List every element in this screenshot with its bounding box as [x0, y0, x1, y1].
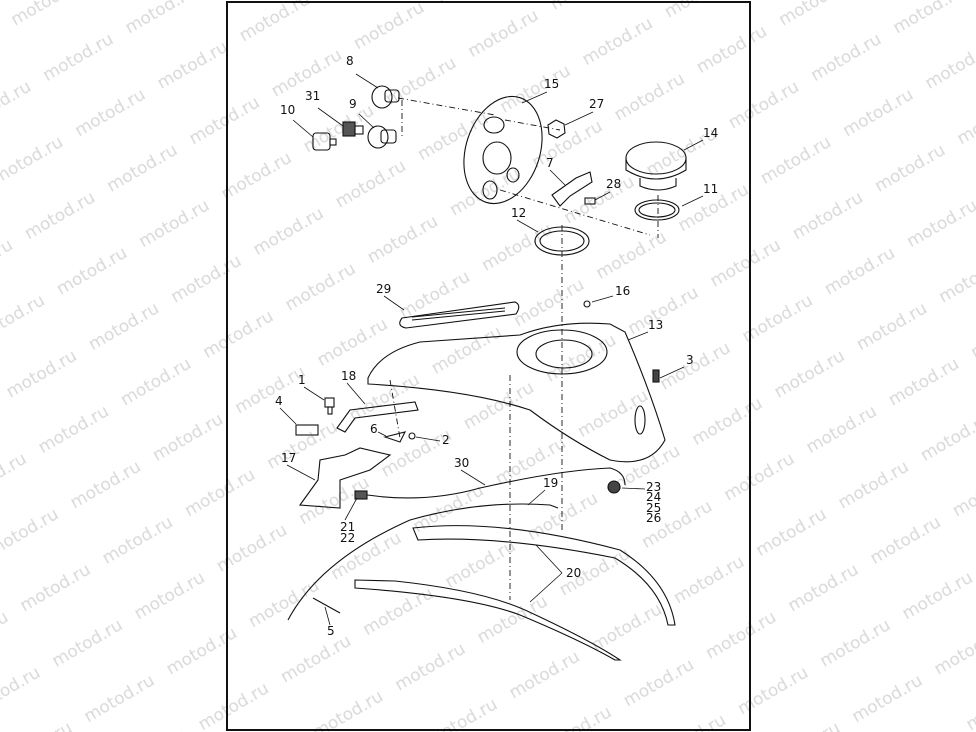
callout-27: 27 [589, 97, 605, 111]
part-1-bolt [324, 397, 335, 415]
part-13-console [367, 322, 666, 463]
part-18-bracket [336, 401, 419, 433]
part-5-cable-tie [312, 597, 341, 614]
callout-15: 15 [544, 77, 560, 91]
callout-8: 8 [346, 54, 354, 68]
part-14-fuel-cap [625, 141, 687, 191]
part-8-lock-cylinder [371, 85, 400, 109]
part-17-bracket [298, 447, 392, 509]
part-21-connector [354, 490, 368, 500]
part-29-console-insert [399, 301, 520, 329]
part-31-key-barrel [342, 121, 364, 137]
part-2-screw [408, 432, 416, 440]
callout-7: 7 [546, 156, 554, 170]
callout-31: 31 [305, 89, 321, 103]
callout-12: 12 [511, 206, 527, 220]
part-4-clip [295, 424, 319, 436]
callout-19: 19 [543, 476, 559, 490]
callout-1: 1 [298, 373, 306, 387]
callout-3: 3 [686, 353, 694, 367]
alignment-lines [389, 97, 659, 600]
part-12-gasket [534, 226, 590, 256]
part-20-trim-upper [412, 525, 676, 626]
part-30-wire-harness [354, 467, 626, 499]
part-20-trim-lower [354, 579, 622, 661]
callout-23: 23 [646, 480, 662, 494]
callout-30: 30 [454, 456, 470, 470]
part-19-cable [287, 503, 559, 621]
part-27-nut [547, 119, 566, 139]
part-9-lock-cylinder [367, 125, 397, 149]
callout-28: 28 [606, 177, 622, 191]
part-15-console-plate [463, 95, 543, 205]
callout-6: 6 [370, 422, 378, 436]
callout-29: 29 [376, 282, 392, 296]
callout-11: 11 [703, 182, 719, 196]
callout-14: 14 [703, 126, 719, 140]
part-3-screw [652, 369, 660, 383]
callout-2: 2 [442, 433, 450, 447]
part-7-bracket [551, 171, 593, 207]
diagram-frame [226, 1, 751, 731]
callout-4: 4 [275, 394, 283, 408]
part-6-clip [383, 431, 407, 443]
leader-lines [279, 73, 704, 626]
callout-10: 10 [280, 103, 296, 117]
callout-24: 24 [646, 490, 662, 504]
callout-26: 26 [646, 511, 662, 525]
part-16-plug [583, 300, 591, 308]
callout-25: 25 [646, 501, 662, 515]
callout-18: 18 [341, 369, 357, 383]
callout-20: 20 [566, 566, 582, 580]
callout-13: 13 [648, 318, 664, 332]
part-10-key [312, 132, 337, 151]
callout-22: 22 [340, 531, 356, 545]
callout-5: 5 [327, 624, 335, 638]
callout-9: 9 [349, 97, 357, 111]
callout-16: 16 [615, 284, 631, 298]
part-11-gasket [634, 199, 680, 221]
callout-17: 17 [281, 451, 297, 465]
callout-21: 21 [340, 520, 356, 534]
part-28-screw [584, 197, 596, 205]
